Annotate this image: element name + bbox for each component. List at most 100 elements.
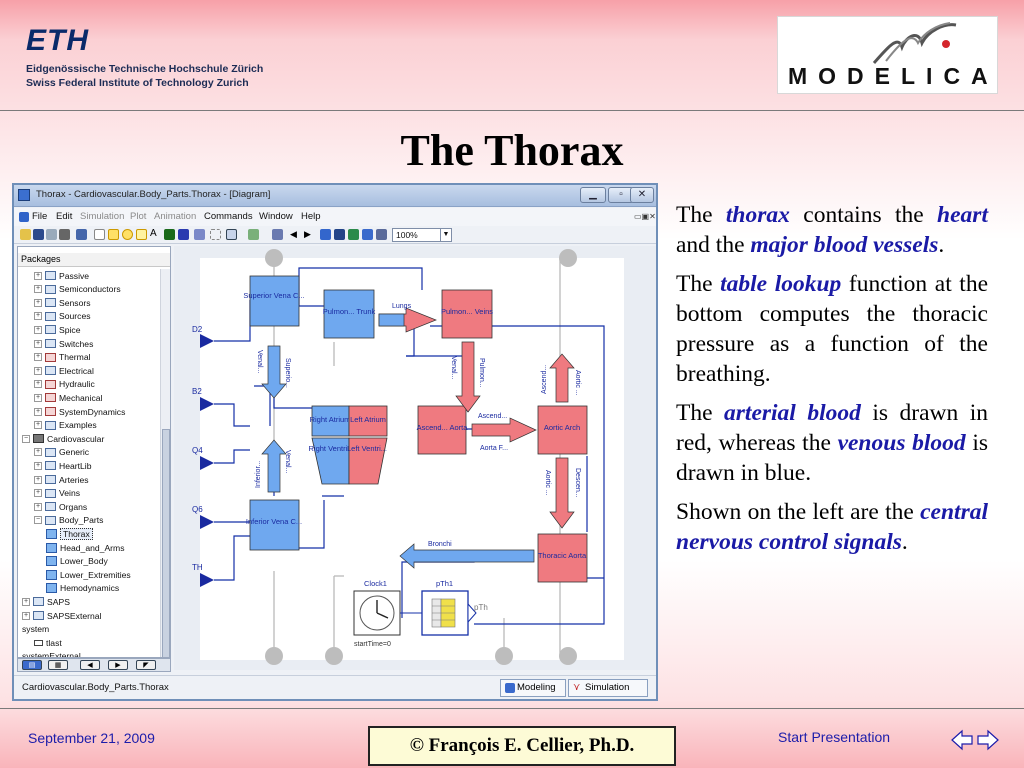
tree-item-tlast[interactable]: tlast bbox=[34, 636, 62, 649]
menu-plot[interactable]: Plot bbox=[130, 211, 147, 222]
tree-item-system[interactable]: system bbox=[22, 623, 49, 636]
expand-icon[interactable]: + bbox=[34, 285, 42, 294]
pulmonary-venal-arrow[interactable] bbox=[455, 341, 481, 413]
expand-icon[interactable]: + bbox=[34, 339, 42, 348]
fill-color-icon[interactable] bbox=[164, 229, 175, 240]
text-view-icon[interactable] bbox=[362, 229, 373, 240]
tree-item-organs[interactable]: +Organs bbox=[34, 500, 87, 513]
expand-icon[interactable]: + bbox=[34, 325, 42, 334]
ascending-aorta-arrow[interactable] bbox=[471, 417, 537, 443]
menu-animation[interactable]: Animation bbox=[154, 211, 197, 222]
tree-item-thermal[interactable]: +Thermal bbox=[34, 351, 91, 364]
superior-venal-arrow[interactable] bbox=[261, 345, 287, 399]
block-superior-vena-cava[interactable] bbox=[249, 275, 300, 327]
diagram-layer-icon[interactable] bbox=[272, 229, 283, 240]
tree-item-sources[interactable]: +Sources bbox=[34, 310, 91, 323]
save-icon[interactable] bbox=[33, 229, 44, 240]
expand-icon[interactable]: + bbox=[34, 393, 42, 402]
tree-item-semiconductors[interactable]: +Semiconductors bbox=[34, 283, 121, 296]
menu-simulation[interactable]: Simulation bbox=[80, 211, 125, 222]
modeling-layer-icon[interactable] bbox=[320, 229, 331, 240]
polygon-tool-icon[interactable] bbox=[136, 229, 147, 240]
tree-item-veins[interactable]: +Veins bbox=[34, 487, 80, 500]
expand-icon[interactable]: + bbox=[34, 353, 42, 362]
expand-icon[interactable]: + bbox=[34, 271, 42, 280]
tree-item-thorax[interactable]: Thorax bbox=[46, 527, 93, 540]
collapse-icon[interactable]: − bbox=[22, 434, 30, 443]
line-color-icon[interactable] bbox=[178, 229, 189, 240]
inferior-venal-arrow[interactable] bbox=[261, 439, 287, 493]
expand-icon[interactable]: + bbox=[34, 407, 42, 416]
line-tool-icon[interactable] bbox=[94, 229, 105, 240]
print-icon[interactable] bbox=[59, 229, 70, 240]
tree-item-lower-extremities[interactable]: Lower_Extremities bbox=[46, 568, 131, 581]
tree-scrollbar-thumb[interactable] bbox=[162, 429, 170, 657]
close-button[interactable]: ✕ bbox=[630, 187, 654, 203]
chevron-down-icon[interactable]: ▼ bbox=[440, 229, 451, 241]
arrange-icon[interactable] bbox=[226, 229, 237, 240]
tree-item-arteries[interactable]: +Arteries bbox=[34, 473, 89, 486]
tree-item-passive[interactable]: +Passive bbox=[34, 269, 89, 282]
tree-item-body-parts[interactable]: −Body_Parts bbox=[34, 514, 103, 527]
tree-item-hydraulic[interactable]: +Hydraulic bbox=[34, 378, 95, 391]
text-tool-icon[interactable]: A bbox=[150, 228, 157, 239]
menu-file[interactable]: File bbox=[32, 211, 48, 222]
expand-icon[interactable]: + bbox=[22, 611, 30, 620]
expand-icon[interactable]: + bbox=[34, 366, 42, 375]
ascending-vertical-arrow[interactable] bbox=[549, 353, 575, 403]
tree-item-sensors[interactable]: +Sensors bbox=[34, 296, 91, 309]
menu-help[interactable]: Help bbox=[301, 211, 321, 222]
forward-icon[interactable]: ▶ bbox=[108, 660, 128, 670]
window-titlebar[interactable]: Thorax - Cardiovascular.Body_Parts.Thora… bbox=[14, 185, 656, 207]
forward-arrow-icon[interactable]: ▶ bbox=[304, 229, 311, 239]
zoom-select[interactable]: 100% ▼ bbox=[392, 228, 452, 242]
browser-tab-components[interactable]: ▦ bbox=[48, 660, 68, 670]
tree-item-generic[interactable]: +Generic bbox=[34, 446, 89, 459]
block-thoracic-aorta[interactable] bbox=[537, 533, 588, 583]
start-presentation-link[interactable]: Start Presentation bbox=[778, 729, 891, 745]
block-inferior-vena-cava[interactable] bbox=[249, 499, 300, 551]
block-right-atrium[interactable] bbox=[311, 405, 350, 437]
tree-item-cardiovascular[interactable]: −Cardiovascular bbox=[22, 432, 104, 445]
expand-icon[interactable]: + bbox=[34, 312, 42, 321]
browser-tab-packages[interactable]: ▤ bbox=[22, 660, 42, 670]
check-icon[interactable] bbox=[248, 229, 259, 240]
expand-icon[interactable]: + bbox=[34, 298, 42, 307]
tree-item-head-and-arms[interactable]: Head_and_Arms bbox=[46, 541, 125, 554]
help-icon[interactable] bbox=[76, 229, 87, 240]
expand-icon[interactable]: + bbox=[34, 461, 42, 470]
tree-item-systemdynamics[interactable]: +SystemDynamics bbox=[34, 405, 125, 418]
tree-scrollbar[interactable] bbox=[160, 269, 170, 657]
thorax-diagram[interactable]: D2 B2 Q4 Q6 TH Superior Vena C... Pulmon… bbox=[174, 246, 656, 670]
collapse-icon[interactable]: − bbox=[34, 516, 42, 525]
open-icon[interactable] bbox=[20, 229, 31, 240]
line-style-icon[interactable] bbox=[194, 229, 205, 240]
expand-icon[interactable]: + bbox=[34, 380, 42, 389]
rectangle-tool-icon[interactable] bbox=[108, 229, 119, 240]
tree-item-sapsexternal[interactable]: +SAPSExternal bbox=[22, 609, 101, 622]
diagram-view-icon[interactable] bbox=[334, 229, 345, 240]
info-icon[interactable] bbox=[348, 229, 359, 240]
expand-icon[interactable]: + bbox=[34, 448, 42, 457]
descending-arrow[interactable] bbox=[549, 457, 575, 529]
mdi-window-controls[interactable]: ▭▣✕ bbox=[634, 212, 656, 221]
block-ascending-aorta[interactable] bbox=[417, 405, 467, 455]
menu-window[interactable]: Window bbox=[259, 211, 293, 222]
documentation-icon[interactable] bbox=[376, 229, 387, 240]
block-aortic-arch[interactable] bbox=[537, 405, 588, 455]
previous-arrow-icon[interactable] bbox=[951, 729, 973, 751]
tree-item-hemodynamics[interactable]: Hemodynamics bbox=[46, 582, 119, 595]
expand-icon[interactable]: + bbox=[34, 475, 42, 484]
expand-icon[interactable]: + bbox=[22, 597, 30, 606]
block-pulmonary-trunk[interactable] bbox=[323, 289, 375, 339]
tree-item-systemexternal[interactable]: systemExternal bbox=[22, 650, 81, 657]
tree-item-switches[interactable]: +Switches bbox=[34, 337, 93, 350]
menu-commands[interactable]: Commands bbox=[204, 211, 253, 222]
tree-item-electrical[interactable]: +Electrical bbox=[34, 364, 94, 377]
minimize-button[interactable]: ▁ bbox=[580, 187, 606, 203]
ellipse-tool-icon[interactable] bbox=[122, 229, 133, 240]
expand-icon[interactable]: + bbox=[34, 489, 42, 498]
expand-icon[interactable]: + bbox=[34, 421, 42, 430]
block-pulmonary-veins[interactable] bbox=[441, 289, 493, 339]
tree-item-spice[interactable]: +Spice bbox=[34, 323, 81, 336]
